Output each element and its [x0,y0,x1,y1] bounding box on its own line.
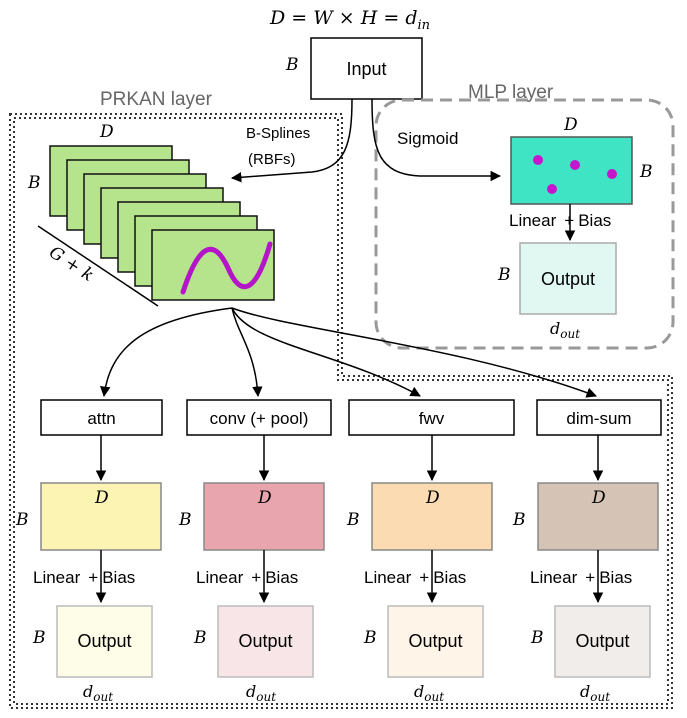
mlp-output-box [519,242,617,315]
mlp-dot [533,155,543,165]
mlp-layer-border [374,98,675,350]
branch-batch-dim: B [346,510,360,530]
branch-op-box [348,399,515,436]
stack-feature-dim: D [99,122,114,142]
branch-linear-label: Linear+Bias [33,568,135,587]
mlp-dot [547,184,557,194]
mlp-feature-dim: D [563,115,578,135]
branch-output-box [554,605,651,678]
branch-output-dim: dout [414,682,444,704]
branch-batch-dim: B [512,510,526,530]
branch-output-batch-dim: B [32,628,46,648]
mlp-output-dim: dout [550,319,580,341]
branch-output-box [56,605,153,678]
prkan-layer-border [9,113,673,709]
branch-output-box [217,605,314,678]
prkan-layer-title: PRKAN layer [100,89,213,110]
branch-feature-box [371,482,493,551]
branch-linear-label: Linear+Bias [530,568,632,587]
mlp-dot [570,160,580,170]
arrow-to-dim-sum [231,307,597,398]
branch-op-label: attn [87,409,115,428]
arrow-to-fwv [231,307,421,397]
mlp-output-label: Output [541,269,595,289]
branch-feature-dim: D [94,488,109,508]
branch-op-label: dim-sum [566,409,631,428]
basis-function-stack [49,145,275,301]
arrow-to-conv [231,307,263,398]
branch-feature-dim: D [591,488,606,508]
input-box [310,37,423,100]
stack-depth-line [37,225,159,307]
dimension-formula: D = W × H = din [269,7,430,33]
mlp-activation-label: Sigmoid [397,129,458,148]
branch-feature-box [40,482,162,551]
branch-output-batch-dim: B [193,628,207,648]
branch-batch-dim: B [178,510,192,530]
branch-op-label: fwv [419,409,445,428]
branch-linear-label: Linear+Bias [364,568,466,587]
branch-output-box [387,605,484,678]
branch-linear-label: Linear+Bias [196,568,298,587]
mlp-linear-label: Linear+Bias [509,211,611,230]
branch-fwv: fwv [348,399,515,436]
branch-output-dim: dout [246,682,276,704]
input-batch-dim: B [285,55,299,75]
stack-batch-dim: B [27,173,41,193]
branch-op-box [40,399,163,436]
prkan-layer-border-inner [13,117,669,705]
branch-output-label: Output [238,631,292,651]
input-label: Input [346,59,386,79]
mlp-output-batch-dim: B [497,265,511,285]
mlp-batch-dim: B [639,162,653,182]
branch-attn: attn [40,399,163,436]
arrow-input-to-mlp [371,98,502,182]
basis-layer [151,229,275,301]
mlp-dot [607,169,617,179]
branch-op-box [536,399,662,436]
branch-op-label: conv (+ pool) [210,409,309,428]
basis-label-line2: (RBFs) [248,151,296,168]
arrow-to-attn [100,307,233,398]
branch-op-box [186,399,332,436]
basis-label-line1: B-Splines [246,125,310,142]
branch-output-dim: dout [580,682,610,704]
branch-output-dim: dout [83,682,113,704]
branch-output-label: Output [408,631,462,651]
branch-feature-dim: D [425,488,440,508]
branch-batch-dim: B [15,510,29,530]
branch-output-batch-dim: B [530,628,544,648]
basis-curve [180,241,273,295]
branch-feature-box [203,482,325,551]
branch-output-label: Output [575,631,629,651]
branch-conv: conv (+ pool) [186,399,332,436]
branch-feature-dim: D [257,488,272,508]
branch-output-label: Output [77,631,131,651]
arrow-input-to-basis [230,98,353,183]
branch-feature-box [537,482,659,551]
mlp-layer-title: MLP layer [468,82,554,103]
branch-output-batch-dim: B [363,628,377,648]
branch-dim-sum: dim-sum [536,399,662,436]
